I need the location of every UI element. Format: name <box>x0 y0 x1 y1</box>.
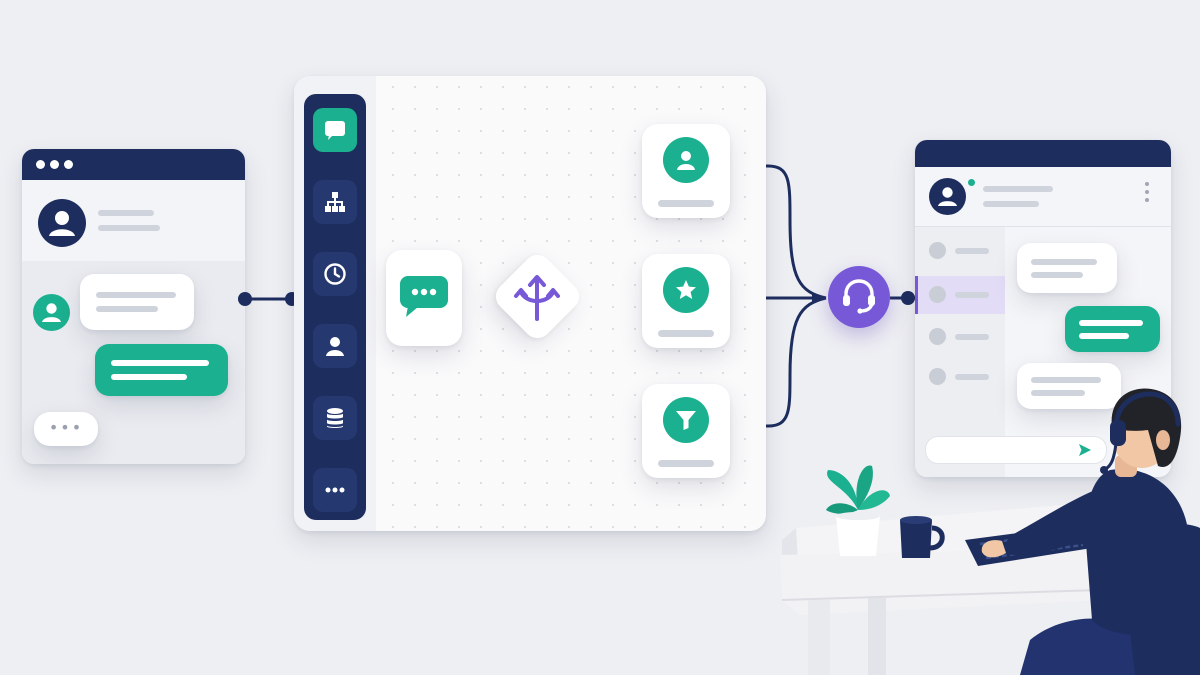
node-label-placeholder <box>658 200 714 207</box>
agent-status-placeholder <box>983 201 1039 207</box>
incoming-message-bubble <box>1017 363 1121 409</box>
node-label-placeholder <box>658 330 714 337</box>
connector-port <box>901 291 915 305</box>
conversation-list-item[interactable] <box>915 238 1005 264</box>
agent-avatar <box>929 178 966 215</box>
mug-icon <box>900 516 945 558</box>
contact-avatar <box>38 199 86 247</box>
online-status-dot <box>968 179 975 186</box>
user-icon <box>326 337 344 356</box>
flow-node-branch-filter[interactable] <box>642 384 730 478</box>
flow-node-message[interactable] <box>386 250 462 346</box>
contact-name-placeholder <box>98 210 154 216</box>
typing-indicator: ••• <box>34 412 98 446</box>
chat-window-titlebar <box>22 149 245 180</box>
user-icon <box>49 211 75 236</box>
chat-dots-icon <box>400 276 448 317</box>
tool-database[interactable] <box>313 396 357 440</box>
message-line-placeholder <box>96 306 158 312</box>
bot-avatar <box>33 294 70 331</box>
flow-node-branch-user[interactable] <box>642 124 730 218</box>
org-chart-icon <box>325 192 345 212</box>
incoming-message-bubble <box>1017 243 1117 293</box>
message-line-placeholder <box>111 360 209 366</box>
message-line-placeholder <box>111 374 187 380</box>
support-agent-figure <box>981 388 1192 635</box>
split-arrows-icon <box>514 275 560 321</box>
contact-status-placeholder <box>98 225 160 231</box>
tool-chat-bubble[interactable] <box>313 108 357 152</box>
tool-more[interactable] <box>313 468 357 512</box>
agent-window-titlebar <box>915 140 1171 167</box>
tool-clock[interactable] <box>313 252 357 296</box>
filter-icon <box>676 411 696 430</box>
node-badge <box>663 397 709 443</box>
headset-icon <box>843 279 875 314</box>
clock-icon <box>324 263 346 285</box>
user-icon <box>938 187 957 206</box>
tool-org-chart[interactable] <box>313 180 357 224</box>
more-icon <box>325 487 345 493</box>
node-label-placeholder <box>658 460 714 467</box>
database-icon <box>327 408 343 428</box>
conversation-list-item[interactable] <box>915 364 1005 390</box>
window-dot <box>64 160 73 169</box>
agent-name-placeholder <box>983 186 1053 192</box>
window-dot <box>50 160 59 169</box>
connector-user-to-agent <box>738 164 827 300</box>
flow-node-branch-star[interactable] <box>642 254 730 348</box>
outgoing-message-bubble <box>95 344 228 396</box>
message-line-placeholder <box>96 292 176 298</box>
send-icon[interactable] <box>1078 443 1092 457</box>
window-dot <box>36 160 45 169</box>
connector-filter-to-agent <box>738 296 827 428</box>
header-divider <box>915 226 1171 227</box>
chat-bubble-icon <box>325 121 345 140</box>
user-icon <box>42 303 61 322</box>
conversation-list <box>915 227 1005 477</box>
message-composer-input[interactable] <box>925 436 1107 464</box>
outgoing-message-bubble <box>1065 306 1160 352</box>
customer-chat-window: ••• <box>22 149 245 464</box>
node-badge <box>663 137 709 183</box>
plant-icon <box>826 465 890 556</box>
kebab-menu-icon[interactable] <box>1144 182 1150 204</box>
arrowhead-icon <box>812 292 826 304</box>
flow-node-agent-handoff[interactable] <box>828 266 890 328</box>
star-icon <box>676 280 696 299</box>
node-badge <box>663 267 709 313</box>
incoming-message-bubble <box>80 274 194 330</box>
tool-user[interactable] <box>313 324 357 368</box>
conversation-list-item[interactable] <box>915 324 1005 350</box>
user-icon <box>677 151 695 170</box>
connector-port <box>238 292 252 306</box>
typing-dots: ••• <box>48 418 84 437</box>
conversation-list-item-selected[interactable] <box>915 276 1005 314</box>
builder-toolbar <box>304 94 366 520</box>
